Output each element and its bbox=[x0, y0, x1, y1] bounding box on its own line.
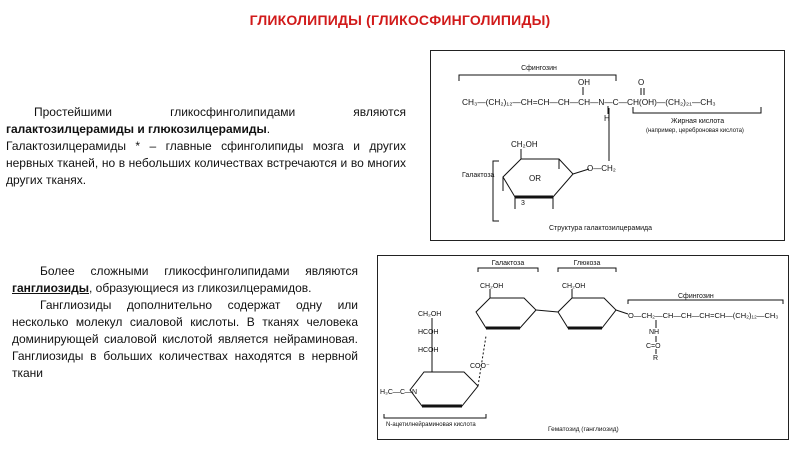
glucose-ch2oh: CH₂OH bbox=[562, 283, 585, 290]
galactose-bracket bbox=[492, 160, 499, 222]
ring-ch2oh: CH₂OH bbox=[511, 140, 538, 149]
paragraph-2-rest: Ганглиозиды дополнительно содержат одну … bbox=[12, 298, 358, 380]
sphingosine-label: Сфингозин bbox=[521, 65, 557, 72]
sialic-ch2oh: CH₂OH bbox=[418, 311, 441, 318]
sphingosine-bracket bbox=[627, 299, 784, 304]
figure-galactosylceramide: Сфингозин OH O CH₃—(CH₂)₁₂—CH=CH—CH—CH—N… bbox=[430, 50, 785, 241]
paragraph-simple-glycosphingolipids: Простейшими гликосфинголипидами являются… bbox=[6, 104, 406, 189]
paragraph-gangliosides: Более сложными гликосфинголипидами являю… bbox=[12, 263, 358, 382]
o-label: O bbox=[638, 78, 644, 87]
galactose-ring bbox=[475, 297, 537, 329]
ring-number: 3 bbox=[521, 200, 525, 207]
galactosylceramide-structure: Сфингозин OH O CH₃—(CH₂)₁₂—CH=CH—CH—CH—N… bbox=[458, 65, 762, 232]
galactose-bracket bbox=[477, 267, 539, 272]
glucose-label: Глюкоза bbox=[574, 260, 601, 267]
paragraph-1-after-bold: . bbox=[266, 122, 271, 136]
galactose-label: Галактоза bbox=[492, 260, 525, 267]
glycoside-bond bbox=[572, 168, 590, 175]
paragraph-2-lead: Более сложными гликосфинголипидами являю… bbox=[40, 264, 358, 278]
gal-glc-bond bbox=[535, 309, 559, 313]
paragraph-1-bold: галактозилцерамиды и глюкозилцерамиды bbox=[6, 122, 267, 136]
r-label: R bbox=[653, 355, 658, 362]
fatty-acid-note: (например, цереброновая кислота) bbox=[646, 128, 744, 134]
fatty-acid-label: Жирная кислота bbox=[671, 118, 724, 125]
oh-label: OH bbox=[578, 78, 590, 87]
paragraph-1-first-sentence: Простейшими гликосфинголипидами являются… bbox=[6, 104, 406, 138]
sialic-coo: COO⁻ bbox=[470, 363, 490, 370]
galactose-ch2oh: CH₂OH bbox=[480, 283, 503, 290]
fatty-acid-bracket bbox=[632, 107, 762, 114]
sphingosine-chain: O—CH₂—CH—CH—CH=CH—(CH₂)₁₂—CH₃ bbox=[628, 311, 778, 320]
galactose-label: Галактоза bbox=[462, 172, 495, 179]
figure-hematoside: Галактоза Глюкоза Сфингозин CH₂OH CH₂OH … bbox=[377, 255, 789, 440]
figure-1-caption: Структура галактозилцерамида bbox=[549, 225, 652, 232]
h-label: H bbox=[604, 114, 610, 123]
sphingosine-bracket bbox=[458, 74, 617, 81]
paragraph-2-first-sentence: Более сложными гликосфинголипидами являю… bbox=[12, 263, 358, 297]
sphingosine-label: Сфингозин bbox=[678, 293, 714, 300]
ring-or: OR bbox=[529, 174, 541, 183]
glc-sphingosine-bond bbox=[615, 309, 629, 315]
paragraph-2-after-bold: , образующиеся из гликозилцерамидов. bbox=[89, 281, 312, 295]
co-label: C=O bbox=[646, 343, 661, 350]
hematoside-structure: Галактоза Глюкоза Сфингозин CH₂OH CH₂OH … bbox=[380, 260, 784, 433]
sialic-acid-label: N-ацетилнейраминовая кислота bbox=[386, 421, 476, 428]
sialic-bracket bbox=[383, 414, 487, 419]
glucose-bracket bbox=[557, 267, 617, 272]
sialic-gal-bond bbox=[477, 335, 487, 387]
nh-label: NH bbox=[649, 329, 659, 336]
slide-title: ГЛИКОЛИПИДЫ (ГЛИКОСФИНГОЛИПИДЫ) bbox=[249, 12, 551, 28]
sialic-acid-ring bbox=[409, 371, 479, 407]
paragraph-1-rest: Галактозилцерамиды * – главные сфинголип… bbox=[6, 139, 406, 187]
paragraph-2-bold: ганглиозиды bbox=[12, 281, 89, 295]
sialic-hcoh-1: HCOH bbox=[418, 329, 439, 336]
glucose-ring bbox=[557, 297, 617, 329]
figure-2-caption: Гематозид (ганглиозид) bbox=[548, 426, 619, 433]
acetyl-label: H₃C—C—N bbox=[380, 389, 417, 396]
sialic-hcoh-2: HCOH bbox=[418, 347, 439, 354]
ceramide-chain: CH₃—(CH₂)₁₂—CH=CH—CH—CH—N—C—CH(OH)—(CH₂)… bbox=[462, 97, 716, 107]
paragraph-1-lead: Простейшими гликосфинголипидами являются bbox=[34, 105, 406, 119]
ring-ch2: O—CH₂ bbox=[587, 164, 616, 173]
